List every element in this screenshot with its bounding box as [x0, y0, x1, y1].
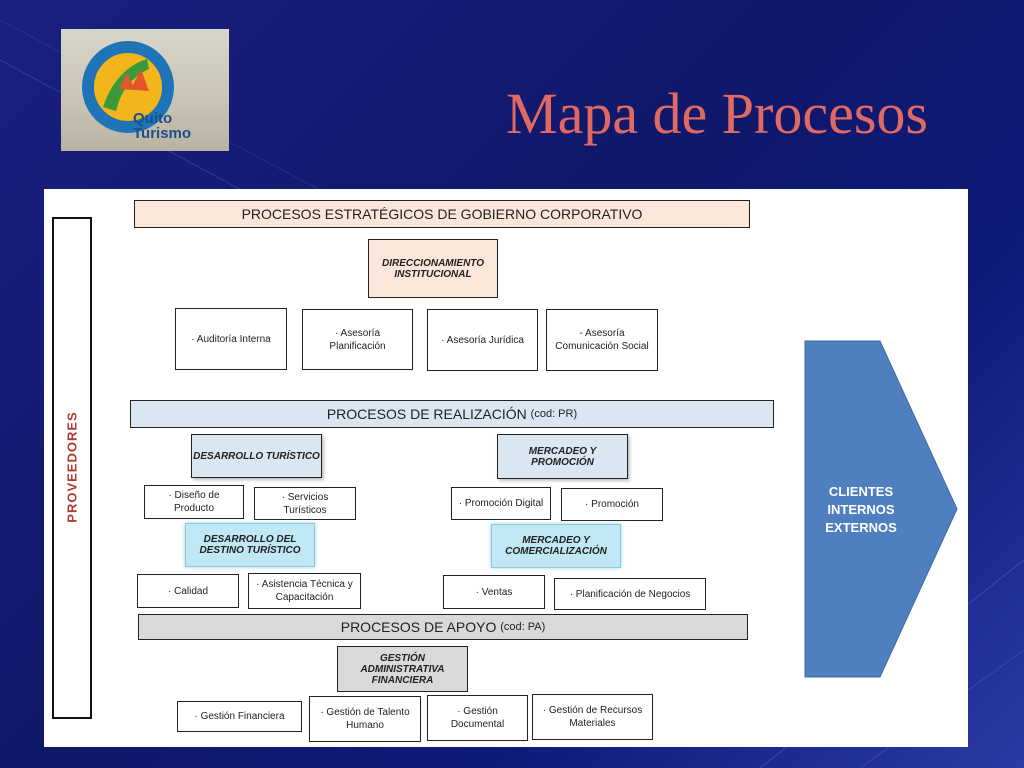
band-apoyo-label: PROCESOS DE APOYO: [340, 619, 497, 635]
logo-emblem-icon: [82, 41, 174, 133]
item-gestion-financiera: · Gestión Financiera: [177, 701, 302, 732]
item-ventas: · Ventas: [443, 575, 545, 609]
item-gestion-talento-humano: · Gestión de Talento Humano: [309, 696, 421, 742]
page-title: Mapa de Procesos: [506, 81, 929, 146]
item-diseno-producto: · Diseño de Producto: [144, 485, 244, 519]
item-calidad: · Calidad: [137, 574, 239, 608]
band-apoyo: PROCESOS DE APOYO (cod: PA): [138, 614, 748, 640]
band-apoyo-code: (cod: PA): [500, 621, 546, 633]
item-promocion: · Promoción: [561, 488, 663, 521]
band-estrategicos: PROCESOS ESTRATÉGICOS DE GOBIERNO CORPOR…: [134, 200, 750, 228]
quito-turismo-logo: Quito Turismo: [61, 29, 229, 151]
head-direccionamiento: DIRECCIONAMIENTO INSTITUCIONAL: [368, 239, 498, 298]
clientes-arrow: [804, 340, 958, 678]
head-mercadeo-comercializacion: MERCADEO Y COMERCIALIZACIÓN: [491, 524, 621, 568]
head-desarrollo-destino: DESARROLLO DEL DESTINO TURÍSTICO: [185, 523, 315, 567]
item-auditoria-interna: · Auditoría Interna: [175, 308, 287, 370]
item-asesoria-comunicacion: - Asesoría Comunicación Social: [546, 309, 658, 371]
item-gestion-documental: · Gestión Documental: [427, 695, 528, 741]
clientes-line2: INTERNOS: [827, 502, 895, 517]
item-servicios-turisticos: · Servicios Turísticos: [254, 487, 356, 520]
logo-text-quito: Quito: [133, 110, 173, 127]
logo-text-turismo: Turismo: [133, 125, 192, 142]
item-asesoria-planificacion: · Asesoría Planificación: [302, 309, 413, 370]
item-gestion-recursos-materiales: · Gestión de Recursos Materiales: [532, 694, 653, 740]
proveedores-label: PROVEEDORES: [64, 411, 80, 523]
clientes-label: CLIENTES INTERNOS EXTERNOS: [813, 483, 909, 537]
process-map: PROVEEDORES PROCESOS ESTRATÉGICOS DE GOB…: [44, 189, 968, 747]
band-realizacion-code: (cod: PR): [530, 408, 578, 420]
item-planificacion-negocios: · Planificación de Negocios: [554, 578, 706, 610]
head-gestion-administrativa: GESTIÓN ADMINISTRATIVA FINANCIERA: [337, 646, 468, 692]
band-realizacion-label: PROCESOS DE REALIZACIÓN: [326, 406, 527, 422]
clientes-line3: EXTERNOS: [825, 520, 897, 535]
band-realizacion: PROCESOS DE REALIZACIÓN (cod: PR): [130, 400, 774, 428]
proveedores-frame: [52, 217, 92, 719]
item-promocion-digital: · Promoción Digital: [451, 487, 551, 520]
clientes-line1: CLIENTES: [828, 484, 894, 499]
head-mercadeo-promocion: MERCADEO Y PROMOCIÓN: [497, 434, 628, 479]
item-asistencia-tecnica: · Asistencia Técnica y Capacitación: [248, 573, 361, 609]
head-desarrollo-turistico: DESARROLLO TURÍSTICO: [191, 434, 322, 478]
item-asesoria-juridica: · Asesoría Jurídica: [427, 309, 538, 371]
